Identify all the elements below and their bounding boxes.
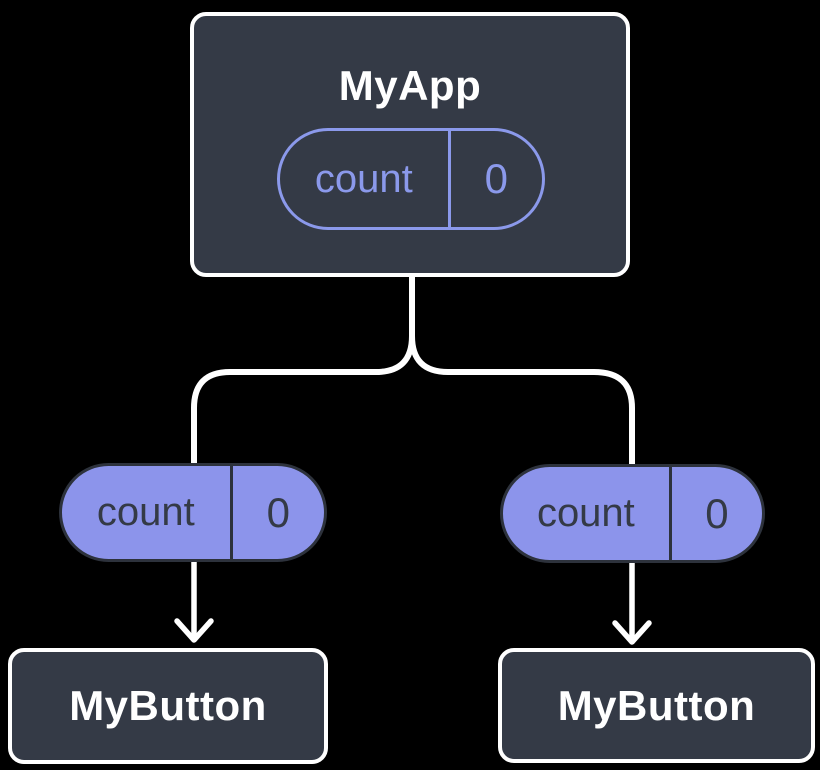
mybutton-title-left: MyButton (69, 682, 267, 729)
pill-divider (229, 466, 233, 559)
mybutton-node-left: MyButton (8, 648, 328, 764)
root-state-pill: count 0 (277, 128, 545, 230)
myapp-node: MyApp count 0 (190, 12, 630, 277)
connector-branch-left (191, 333, 415, 467)
connector-branch-right (409, 333, 635, 468)
root-state-label: count (314, 156, 413, 201)
pill-divider (668, 467, 672, 560)
right-state-value: 0 (705, 489, 729, 537)
left-state-label: count (96, 490, 195, 534)
mybutton-title-right: MyButton (557, 681, 756, 729)
root-state-value: 0 (484, 155, 509, 202)
right-state-label: count (536, 491, 635, 535)
mybutton-node-right: MyButton (498, 648, 815, 763)
arrow-left-icon (174, 559, 214, 643)
right-state-pill: count 0 (500, 464, 765, 563)
left-state-pill: count 0 (59, 463, 327, 562)
myapp-title: MyApp (338, 62, 482, 109)
left-state-value: 0 (266, 488, 291, 536)
pill-divider (447, 131, 451, 227)
arrow-right-icon (612, 560, 652, 645)
